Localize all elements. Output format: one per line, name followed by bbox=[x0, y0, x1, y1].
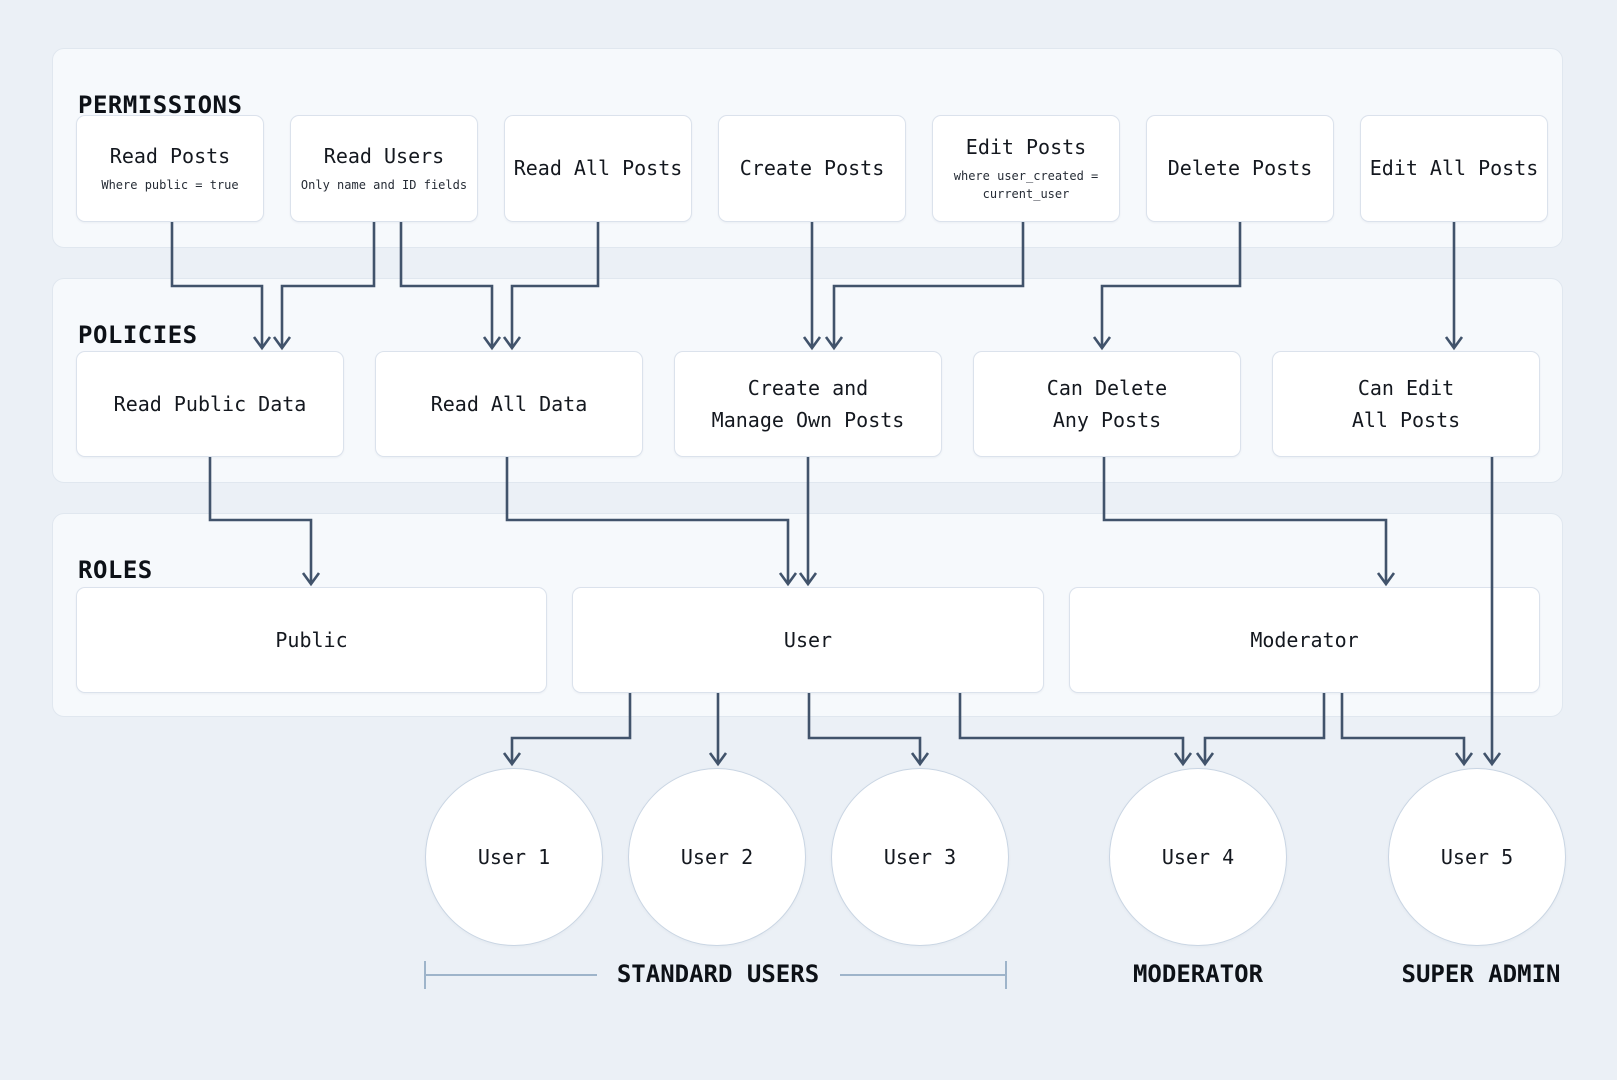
user-circle-2: User 2 bbox=[628, 768, 806, 946]
node-label: Moderator bbox=[1250, 627, 1359, 652]
user-circle-1: User 1 bbox=[425, 768, 603, 946]
node-label: Read Public Data bbox=[113, 392, 307, 416]
node-label: Can Edit bbox=[1357, 376, 1455, 400]
node-label: User bbox=[783, 627, 833, 652]
permission-node-edit-posts: Edit Posts where user_created = current_… bbox=[932, 115, 1120, 222]
group-label-standard-users: STANDARD USERS bbox=[616, 960, 820, 988]
node-label: Read All Data bbox=[430, 392, 588, 416]
group-label-super-admin: SUPER ADMIN bbox=[1401, 960, 1561, 988]
node-label: Read Posts bbox=[109, 143, 231, 168]
node-label-line2: Any Posts bbox=[1052, 408, 1162, 432]
role-node-moderator: Moderator bbox=[1069, 587, 1540, 693]
group-label-moderator: MODERATOR bbox=[1132, 960, 1264, 988]
user-circle-5: User 5 bbox=[1388, 768, 1566, 946]
node-label: Create and bbox=[747, 376, 869, 400]
node-label: Read All Posts bbox=[513, 156, 683, 180]
node-label: Edit Posts bbox=[965, 134, 1087, 159]
permission-node-read-posts: Read Posts Where public = true bbox=[76, 115, 264, 222]
node-label: Can Delete bbox=[1046, 376, 1168, 400]
user-circle-3: User 3 bbox=[831, 768, 1009, 946]
roles-section-title: ROLES bbox=[78, 555, 153, 584]
permission-node-delete-posts: Delete Posts bbox=[1146, 115, 1334, 222]
node-sublabel: where user_created = current_user bbox=[953, 168, 1099, 201]
user-circle-label: User 3 bbox=[883, 845, 957, 869]
policy-node-can-edit-all-posts: Can Edit All Posts bbox=[1272, 351, 1540, 457]
user-circle-label: User 5 bbox=[1440, 845, 1514, 869]
node-label: Create Posts bbox=[739, 156, 885, 180]
policy-node-read-public-data: Read Public Data bbox=[76, 351, 344, 457]
permissions-section-title: PERMISSIONS bbox=[78, 90, 243, 119]
user-circle-label: User 1 bbox=[477, 845, 551, 869]
user-circle-label: User 2 bbox=[680, 845, 754, 869]
policy-node-create-and-manage-own-posts: Create and Manage Own Posts bbox=[674, 351, 942, 457]
node-label: Read Users bbox=[323, 143, 445, 168]
permission-node-edit-all-posts: Edit All Posts bbox=[1360, 115, 1548, 222]
node-sublabel: Only name and ID fields bbox=[300, 177, 468, 192]
node-label: Public bbox=[275, 627, 348, 652]
user-circle-4: User 4 bbox=[1109, 768, 1287, 946]
permission-node-read-users: Read Users Only name and ID fields bbox=[290, 115, 478, 222]
role-node-public: Public bbox=[76, 587, 547, 693]
node-label-line2: All Posts bbox=[1351, 408, 1461, 432]
policy-node-can-delete-any-posts: Can Delete Any Posts bbox=[973, 351, 1241, 457]
node-label-line2: Manage Own Posts bbox=[711, 408, 905, 432]
policy-node-read-all-data: Read All Data bbox=[375, 351, 643, 457]
node-label: Delete Posts bbox=[1167, 156, 1313, 180]
node-sublabel: Where public = true bbox=[101, 177, 239, 192]
policies-section-title: POLICIES bbox=[78, 320, 198, 349]
permission-node-create-posts: Create Posts bbox=[718, 115, 906, 222]
node-label: Edit All Posts bbox=[1369, 156, 1539, 180]
user-circle-label: User 4 bbox=[1161, 845, 1235, 869]
role-node-user: User bbox=[572, 587, 1044, 693]
permission-node-read-all-posts: Read All Posts bbox=[504, 115, 692, 222]
